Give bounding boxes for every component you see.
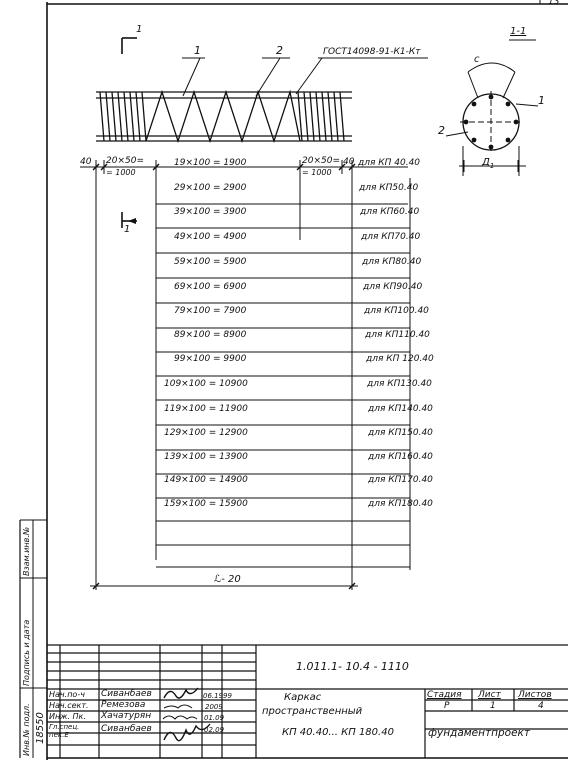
row-product: для КП110.40 — [365, 330, 430, 340]
row-dimension: 89×100 = 8900 — [174, 330, 247, 340]
row-dimension: 19×100 = 1900 — [174, 158, 247, 168]
dim-left-spacing: 20×50= — [106, 156, 144, 166]
callout-1-section: 1 — [538, 94, 545, 107]
row-dimension: 69×100 = 6900 — [174, 282, 247, 292]
sheet-number: 13 — [548, 0, 560, 7]
row-product: для КП70.40 — [361, 232, 421, 242]
tb-name-1: Сиванбаев — [101, 689, 152, 699]
tb-sheets-value: 4 — [538, 701, 544, 711]
row-product: для КП140.40 — [368, 404, 433, 414]
row-product: для КП150.40 — [368, 428, 433, 438]
tb-sheets-header: Листов — [518, 690, 552, 700]
dim-left-spacing-total: = 1000 — [106, 168, 136, 177]
row-product: для КП50.40 — [359, 183, 419, 193]
row-dimension: 49×100 = 4900 — [174, 232, 247, 242]
dim-right-spacing-total: = 1000 — [302, 168, 332, 177]
row-dimension: 119×100 = 11900 — [164, 404, 248, 414]
tb-sheet-header: Лист — [478, 690, 501, 700]
row-dimension: 109×100 = 10900 — [164, 379, 248, 389]
row-dimension: 99×100 = 9900 — [174, 354, 247, 364]
title-line-2: пространственный — [262, 706, 363, 717]
dim-label-d: Д1 — [482, 157, 495, 170]
tb-stage-header: Стадия — [427, 690, 462, 700]
row-product: для КП90.40 — [363, 282, 423, 292]
dim-right-spacing: 20×50= — [302, 156, 340, 166]
dim-label-c: с — [474, 54, 480, 65]
row-dimension: 39×100 = 3900 — [174, 207, 247, 217]
callout-1: 1 — [194, 44, 201, 57]
section-mark-bottom: 1 — [124, 224, 131, 235]
dim-right-40: 40 — [343, 157, 355, 167]
tb-date-2: 2009 — [205, 703, 223, 711]
row-product: для КП60.40 — [360, 207, 420, 217]
callout-2: 2 — [276, 44, 283, 57]
tb-role-1: Нач.по-ч — [49, 690, 85, 699]
tb-name-4: Сиванбаев — [101, 724, 152, 734]
tb-sheet-value: 1 — [490, 701, 496, 711]
tb-stage-value: Р — [444, 701, 450, 711]
row-dimension: 59×100 = 5900 — [174, 257, 247, 267]
title-line-3: КП 40.40... КП 180.40 — [282, 727, 394, 738]
tb-role-3: Инж. Пк. — [49, 712, 86, 721]
dim-left-40: 40 — [80, 157, 92, 167]
row-dimension: 129×100 = 12900 — [164, 428, 248, 438]
row-product: для КП 40.40 — [358, 158, 421, 168]
doc-code: 1.011.1- 10.4 - 1110 — [296, 660, 409, 673]
tb-date-1: 06.1999 — [203, 692, 232, 700]
row-product: для КП100.40 — [364, 306, 429, 316]
row-dimension: 139×100 = 13900 — [164, 452, 248, 462]
row-product: для КП170.40 — [368, 475, 433, 485]
tb-date-4: 02.09 — [204, 726, 225, 734]
tb-name-2: Ремезова — [101, 700, 146, 710]
side-inv-number: 18550 — [35, 712, 46, 744]
row-product: для КП 120.40 — [366, 354, 434, 364]
row-product: для КП180.40 — [368, 499, 433, 509]
tb-organization: фундаментпроект — [428, 727, 530, 739]
section-view-title: 1-1 — [510, 26, 527, 37]
tb-date-3: 01.09 — [204, 714, 225, 722]
dim-bottom-length: ℒ- 20 — [214, 574, 241, 585]
side-replace-inv: Взам.инв.№ — [22, 526, 31, 576]
row-product: для КП130.40 — [367, 379, 432, 389]
tb-name-3: Хачатурян — [101, 711, 152, 721]
tb-role-2: Нач.сект. — [49, 701, 89, 710]
row-product: для КП160.40 — [368, 452, 433, 462]
section-mark-top: 1 — [136, 24, 143, 35]
side-inv-orig: Инв.№ подл. — [22, 703, 31, 756]
side-sign-date: Подпись и дата — [22, 619, 31, 686]
tb-role-4: Гл.спец. пек.Е — [49, 723, 80, 739]
row-dimension: 159×100 = 15900 — [164, 499, 248, 509]
title-line-1: Каркас — [284, 692, 322, 703]
callout-2-section: 2 — [438, 124, 445, 137]
gost-callout: ГОСТ14098-91-К1-Кт — [323, 47, 421, 57]
row-dimension: 149×100 = 14900 — [164, 475, 248, 485]
row-dimension: 29×100 = 2900 — [174, 183, 247, 193]
row-product: для КП80.40 — [362, 257, 422, 267]
row-dimension: 79×100 = 7900 — [174, 306, 247, 316]
